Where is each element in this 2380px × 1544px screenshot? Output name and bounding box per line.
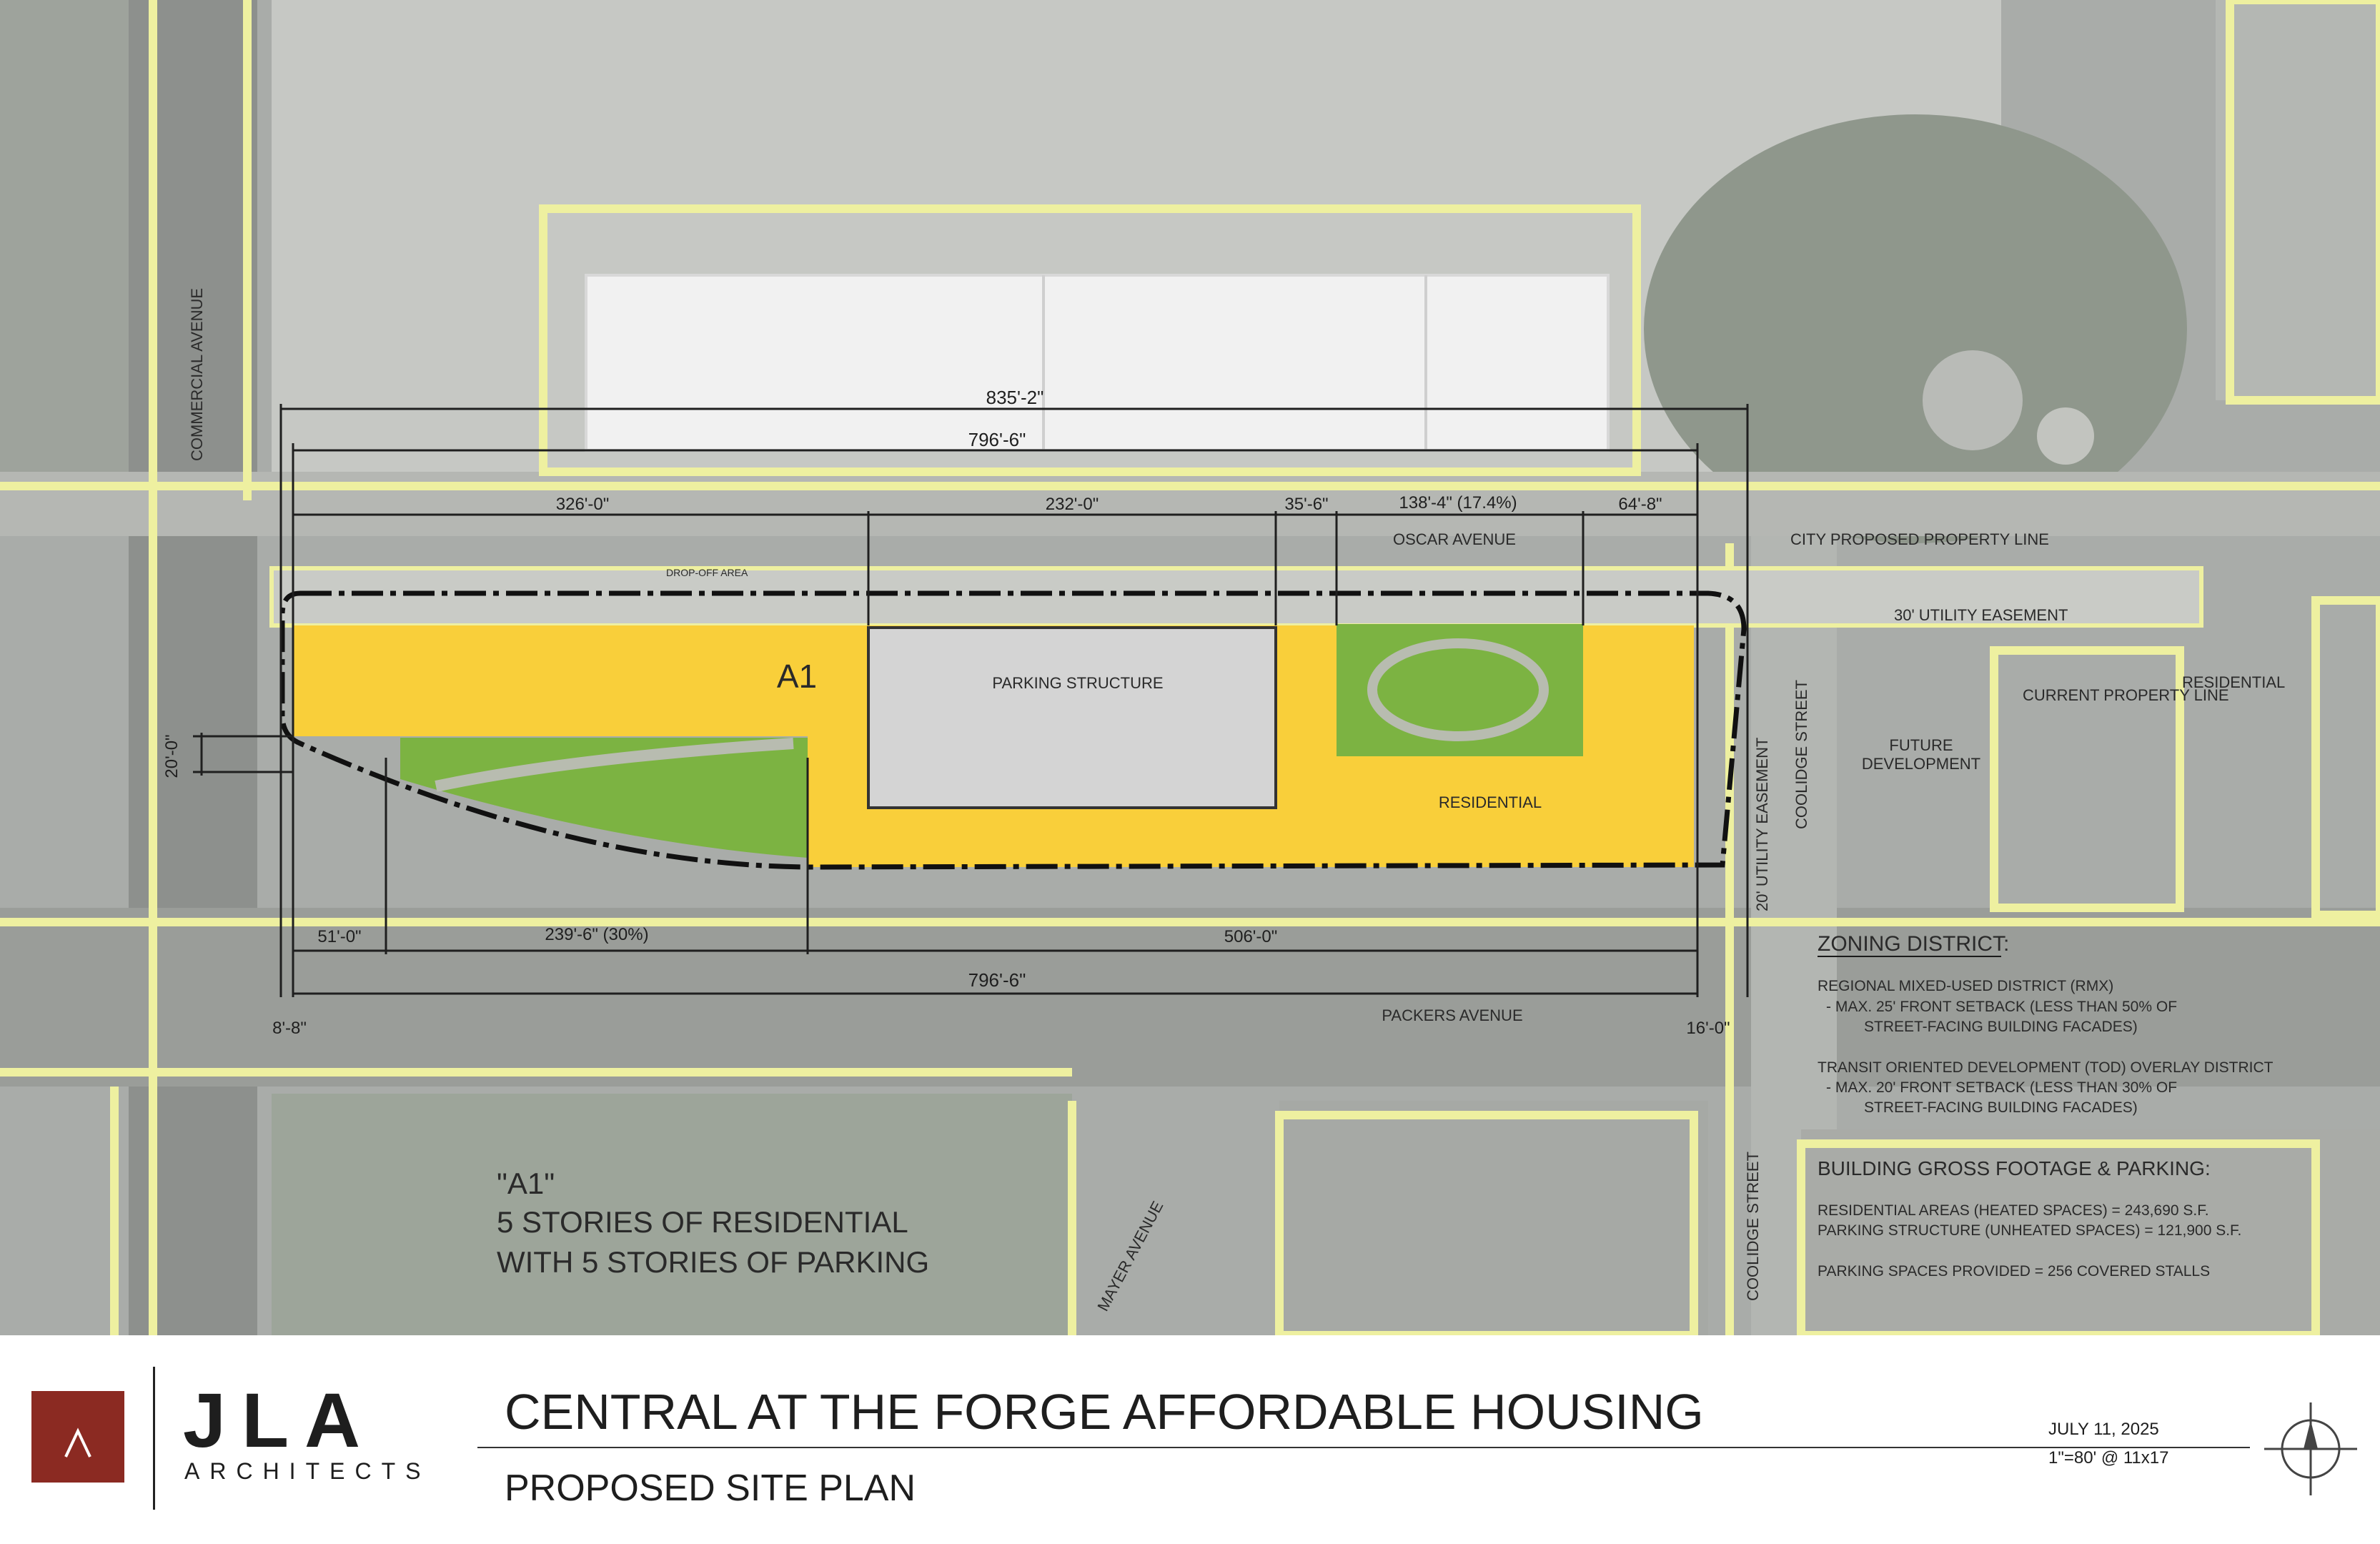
zoning-tod-detail-1: - MAX. 20' FRONT SETBACK (LESS THAN 30% … <box>1826 1079 2177 1096</box>
project-subtitle: PROPOSED SITE PLAN <box>505 1468 916 1509</box>
dim-setback-left: 20'-0" <box>162 734 182 778</box>
parking-structure-label: PARKING STRUCTURE <box>992 674 1163 692</box>
south-block-west <box>272 1094 1072 1335</box>
dim-seg-4: 138'-4" (17.4%) <box>1399 493 1517 513</box>
north-arrow-icon <box>2264 1402 2357 1495</box>
residential-east-label: RESIDENTIAL <box>2182 673 2285 691</box>
dim-seg-3: 35'-6" <box>1284 495 1328 514</box>
zoning-tod: TRANSIT ORIENTED DEVELOPMENT (TOD) OVERL… <box>1818 1059 2274 1076</box>
dim-bottom-2: 239'-6" (30%) <box>545 925 648 944</box>
courtyard-path <box>435 738 794 792</box>
a1-note-line-1: 5 STORIES OF RESIDENTIAL <box>497 1205 908 1239</box>
oscar-avenue-label: OSCAR AVENUE <box>1393 530 1516 548</box>
title-rule <box>477 1447 2250 1448</box>
dimension-lines <box>193 404 1749 997</box>
property-strip <box>269 566 2203 628</box>
drop-off-label: DROP-OFF AREA <box>666 567 748 578</box>
firm-tagline: ARCHITECTS <box>184 1458 431 1484</box>
park-fountain <box>1923 350 2023 450</box>
utility-easement-label: 30' UTILITY EASEMENT <box>1894 606 2068 624</box>
zoning-rmx-detail-2: STREET-FACING BUILDING FACADES) <box>1864 1019 2138 1035</box>
building-id-label: A1 <box>777 658 817 695</box>
project-scale: 1"=80' @ 11x17 <box>2048 1448 2169 1468</box>
packers-avenue-road <box>0 908 2380 1087</box>
dim-overall-top: 835'-2" <box>986 387 1044 408</box>
future-development-label-1: FUTURE <box>1889 736 1953 754</box>
gross-residential: RESIDENTIAL AREAS (HEATED SPACES) = 243,… <box>1818 1202 2209 1219</box>
gross-parking: PARKING STRUCTURE (UNHEATED SPACES) = 12… <box>1818 1222 2241 1239</box>
gross-footage-heading: BUILDING GROSS FOOTAGE & PARKING: <box>1818 1157 2211 1179</box>
zoning-heading: ZONING DISTRICT: <box>1818 932 2009 956</box>
project-title: CENTRAL AT THE FORGE AFFORDABLE HOUSING <box>505 1384 1704 1440</box>
a1-note-line-2: WITH 5 STORIES OF PARKING <box>497 1245 929 1279</box>
jla-logo-mark <box>31 1391 124 1483</box>
packers-avenue-label: PACKERS AVENUE <box>1382 1006 1522 1024</box>
dim-seg-5: 64'-8" <box>1618 495 1662 514</box>
dim-right-offset: 16'-0" <box>1686 1019 1730 1038</box>
street-outlines <box>0 0 2380 1335</box>
parking-structure <box>867 626 1277 809</box>
zoning-rmx-detail-1: - MAX. 25' FRONT SETBACK (LESS THAN 50% … <box>1826 999 2177 1015</box>
current-property-line-label: CURRENT PROPERTY LINE <box>2023 686 2229 704</box>
dim-bottom-1: 51'-0" <box>317 927 361 946</box>
property-line <box>279 590 1747 870</box>
project-date: JULY 11, 2025 <box>2048 1420 2159 1439</box>
dim-seg-1: 326'-0" <box>556 495 609 514</box>
zoning-tod-detail-2: STREET-FACING BUILDING FACADES) <box>1864 1099 2138 1116</box>
zoning-rmx: REGIONAL MIXED-USED DISTRICT (RMX) <box>1818 978 2113 994</box>
residential-label: RESIDENTIAL <box>1439 793 1542 811</box>
dim-seg-2: 232'-0" <box>1046 495 1099 514</box>
commercial-avenue-label: COMMERCIAL AVENUE <box>188 288 206 461</box>
warehouse-roof <box>585 274 1610 452</box>
title-block <box>0 1335 2380 1544</box>
logo-caret-icon <box>64 1427 91 1458</box>
south-block-east <box>1801 1129 2380 1335</box>
a1-note-title: "A1" <box>497 1167 555 1200</box>
coolidge-street-south-label: COOLIDGE STREET <box>1744 1152 1762 1301</box>
coolidge-street-north-label: COOLIDGE STREET <box>1793 680 1810 829</box>
courtyard-oval <box>1367 638 1549 741</box>
city-property-line-label: CITY PROPOSED PROPERTY LINE <box>1790 530 2049 548</box>
oscar-avenue-road <box>0 472 2380 536</box>
south-block-middle <box>1279 1101 1708 1335</box>
logo-separator <box>153 1367 155 1510</box>
utility-easement-vertical-label: 20' UTILITY EASEMENT <box>1753 738 1771 911</box>
dim-bottom: 796'-6" <box>968 969 1026 991</box>
park-circle <box>2037 407 2094 465</box>
dim-top: 796'-6" <box>968 429 1026 450</box>
dim-bottom-3: 506'-0" <box>1224 927 1277 946</box>
dim-left-offset: 8'-8" <box>272 1019 307 1038</box>
aerial-site-map: 835'-2" 796'-6" 326'-0" 232'-0" 35'-6" 1… <box>0 0 2380 1335</box>
commercial-avenue-road <box>129 0 257 1335</box>
firm-name: JLA <box>183 1377 377 1463</box>
east-building-aerial <box>2216 0 2380 400</box>
courtyard-southwest <box>400 738 808 858</box>
gross-stalls: PARKING SPACES PROVIDED = 256 COVERED ST… <box>1818 1263 2210 1280</box>
future-development-label-2: DEVELOPMENT <box>1862 755 1980 773</box>
